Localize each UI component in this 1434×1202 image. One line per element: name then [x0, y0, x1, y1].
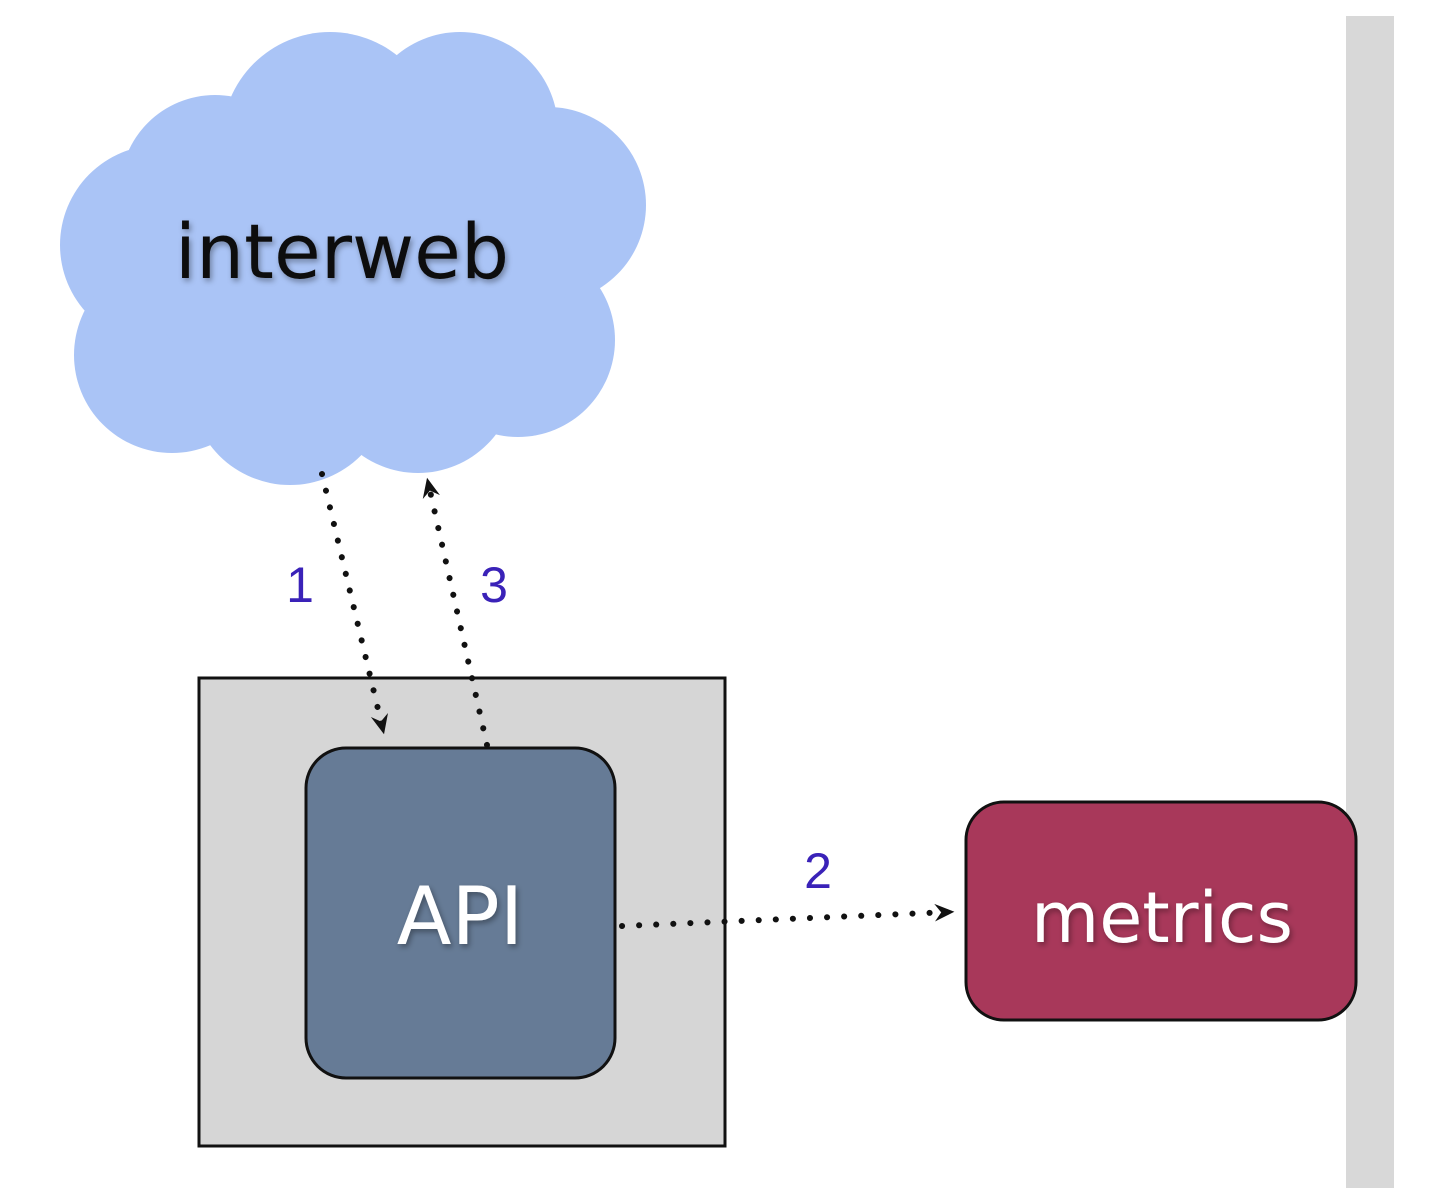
metrics-node: metrics: [964, 800, 1358, 1022]
cloud-label: interweb: [175, 207, 509, 296]
arrow-step-3: [422, 477, 490, 748]
arrow-step-1: [319, 471, 388, 735]
step-label-1: 1: [286, 557, 314, 613]
step-label-2: 2: [804, 843, 832, 899]
side-bar: [1346, 16, 1394, 1188]
api-label: API: [397, 870, 524, 963]
api-box: [304, 746, 617, 1080]
step-label-3: 3: [480, 557, 508, 613]
api-node: API: [304, 746, 617, 1080]
arrow-step-2: [619, 903, 955, 929]
metrics-label: metrics: [1031, 877, 1293, 959]
interweb-cloud: interweb: [60, 32, 646, 485]
cloud-shape: [60, 32, 646, 485]
metrics-box: [964, 800, 1358, 1022]
